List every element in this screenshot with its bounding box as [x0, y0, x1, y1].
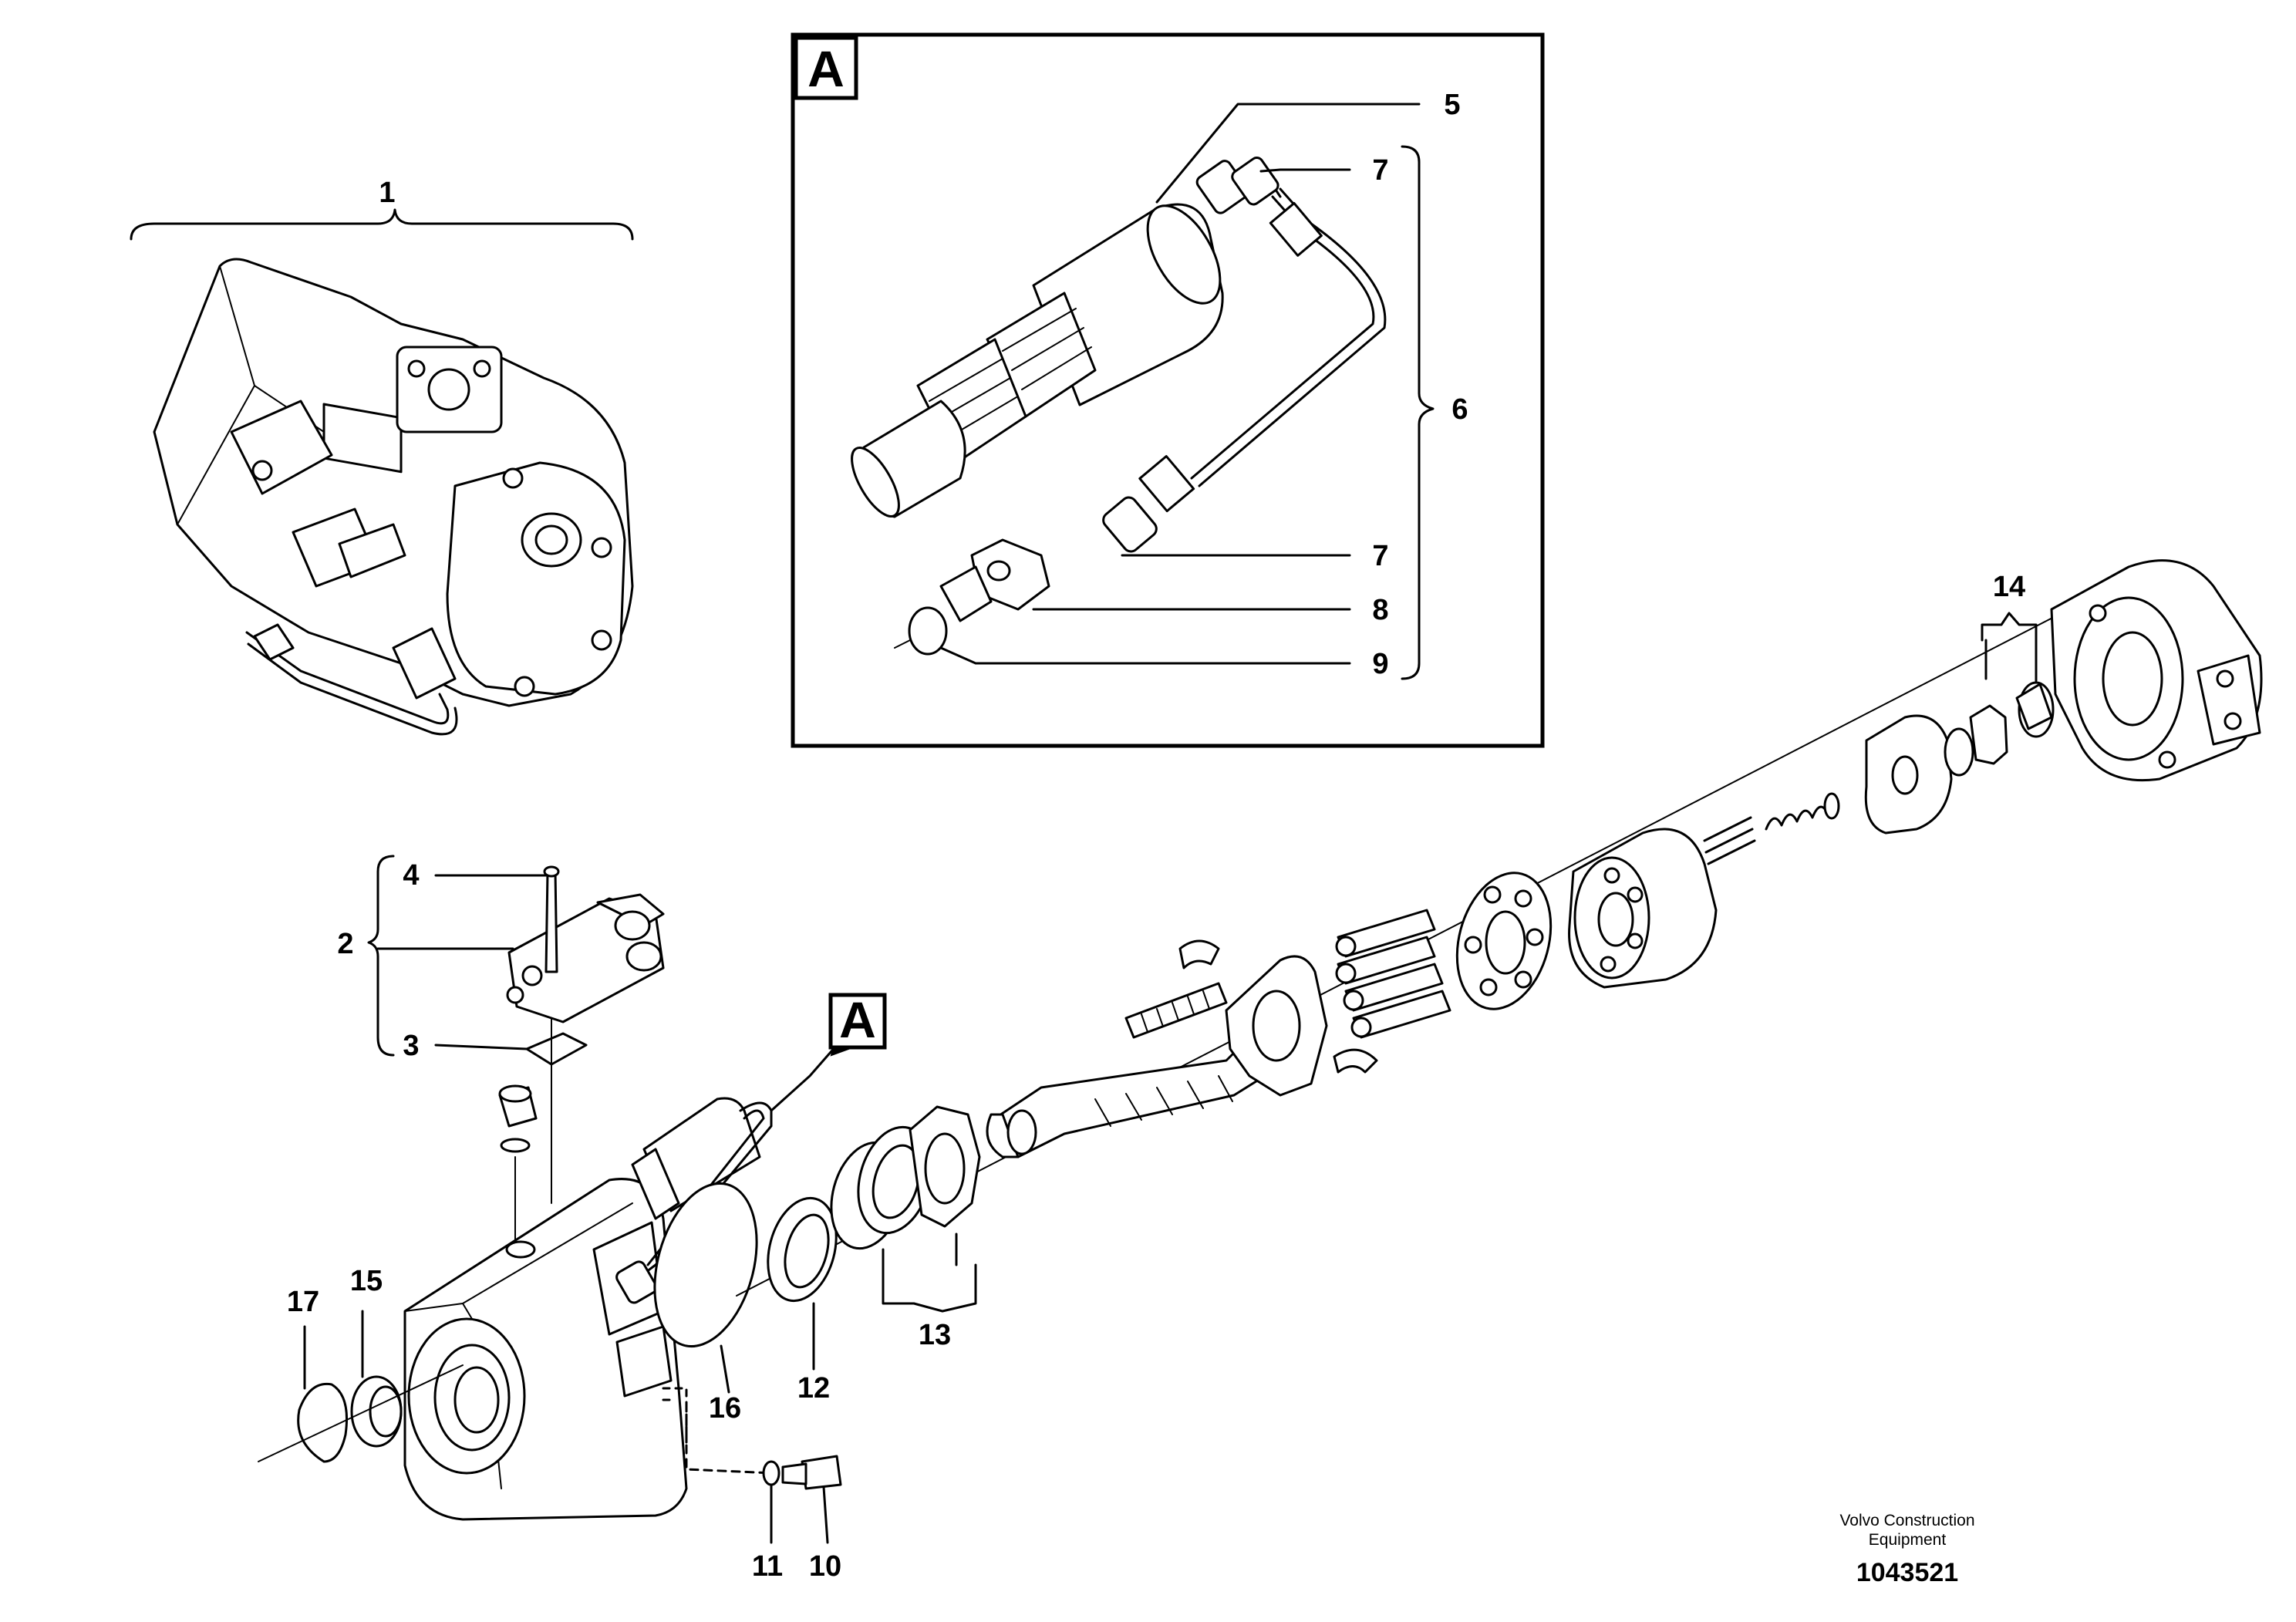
detail-reference-letter: A [839, 991, 876, 1048]
detail-view-letter: A [807, 40, 845, 97]
callout-3: 3 [403, 1030, 419, 1062]
company-name-line1: Volvo Construction [1839, 1512, 1974, 1529]
bracket-6 [1401, 145, 1435, 680]
bracket-1 [130, 208, 634, 241]
callout-14: 14 [1993, 571, 2025, 603]
bearing-part-14: 14 [1944, 571, 2055, 777]
callout-16: 16 [709, 1392, 741, 1425]
seal-ring-part-11: 11 [752, 1460, 783, 1583]
bearing-part-13: 13 [830, 1105, 981, 1351]
detail-view-frame [791, 32, 1545, 748]
callout-12: 12 [797, 1372, 830, 1404]
nut-part-8 [939, 538, 1050, 622]
callout-7-upper: 7 [1372, 154, 1388, 187]
leader-to-detail-a [770, 1044, 838, 1112]
drain-plug-part-10: 10 [781, 1455, 842, 1583]
callout-10: 10 [809, 1550, 841, 1583]
end-cover [2050, 559, 2263, 782]
callout-8: 8 [1372, 594, 1388, 626]
callout-5: 5 [1444, 89, 1460, 121]
retainer-plate [1455, 872, 1553, 1010]
complete-pump-part-1: 1 [130, 177, 634, 736]
callout-6: 6 [1451, 393, 1468, 426]
bracket-2 [367, 855, 395, 1057]
detail-reference-box [828, 993, 887, 1050]
o-ring-part-9 [908, 606, 948, 656]
o-ring-part-16: 16 [653, 1182, 758, 1425]
callout-15: 15 [350, 1265, 383, 1297]
pressure-sensor-part-5 [851, 203, 1224, 518]
plug-screw [498, 1084, 538, 1250]
actuator-assembly: A [615, 991, 887, 1304]
pipe-assembly-part-6 [1102, 156, 1387, 553]
drain-path [685, 1402, 775, 1475]
callout-4: 4 [403, 859, 419, 892]
shaft-seal-part-15: 15 [350, 1265, 403, 1448]
callout-17: 17 [287, 1286, 319, 1318]
leader-3 [434, 1044, 528, 1050]
drive-shaft [986, 1036, 1266, 1158]
control-valve-part-2: 4 2 3 [337, 855, 665, 1204]
valve-plate [1864, 714, 1953, 835]
pistons [1335, 909, 1451, 1039]
pump-housing [403, 1178, 688, 1521]
drawing-number: 1043521 [1856, 1558, 1958, 1587]
detail-view-label-box [794, 35, 858, 100]
leader-5 [1155, 103, 1421, 204]
seal-part-12: 12 [767, 1196, 838, 1404]
leader-9 [939, 646, 1351, 665]
callout-13: 13 [919, 1319, 951, 1351]
callout-11: 11 [752, 1550, 783, 1583]
cylinder-block [1568, 828, 1718, 989]
company-name-line2: Equipment [1869, 1531, 1947, 1549]
callout-7-lower: 7 [1372, 540, 1388, 572]
callout-1: 1 [379, 177, 395, 209]
callout-2: 2 [337, 928, 353, 960]
swash-plate [1124, 939, 1378, 1097]
springs-and-pins [1703, 792, 1840, 865]
callout-9: 9 [1372, 648, 1388, 680]
detail-view-a: A [791, 32, 1545, 748]
leader-7a [1259, 168, 1351, 173]
circlip-part-17: 17 [258, 1286, 464, 1463]
gasket-part-3 [525, 1032, 588, 1066]
footer-credit: Volvo Construction Equipment 1043521 [1839, 1512, 1974, 1587]
